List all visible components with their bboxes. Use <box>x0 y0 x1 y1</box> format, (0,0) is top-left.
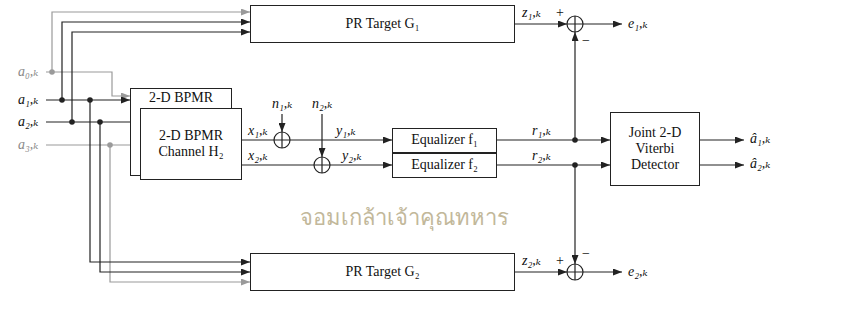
adder-symbol <box>567 16 583 32</box>
pr-target-box: PR Target G₁ <box>250 5 515 43</box>
channel-box: 2-D BPMR Channel H₂ <box>140 108 242 180</box>
box-text: PR Target G₁ <box>345 16 419 32</box>
box-text: Joint 2-D Viterbi Detector <box>615 125 695 173</box>
equalizer-box: Equalizer f₂ <box>392 153 497 178</box>
input-symbol: a₂,ₖ <box>18 114 38 129</box>
error-label: e₁,ₖ <box>628 16 648 31</box>
detector-box: Joint 2-D Viterbi Detector <box>610 112 700 186</box>
watermark: จอมเกล้าเจ้าคุณทหาร <box>300 206 509 230</box>
signal-connector <box>497 139 610 140</box>
noise-label: n₁,ₖ <box>272 96 292 111</box>
box-text: Equalizer f₂ <box>411 157 478 173</box>
sign-mark: − <box>582 33 590 48</box>
input-symbol: a₁,ₖ <box>18 92 38 107</box>
sign-mark: + <box>556 253 564 268</box>
signal-label: z₁,ₖ <box>522 5 541 20</box>
input-symbol: a₃,ₖ <box>18 137 38 152</box>
grey-junction-dots <box>49 69 113 148</box>
signal-label: r₂,ₖ <box>532 148 551 163</box>
error-label: e₂,ₖ <box>628 264 648 279</box>
grey-input-wires <box>46 12 250 282</box>
output-symbol: â₁,ₖ <box>750 131 770 146</box>
pr-target-box: PR Target G₂ <box>250 253 515 291</box>
output-symbol: â₂,ₖ <box>750 156 770 171</box>
signal-label: r₁,ₖ <box>532 123 551 138</box>
signal-label: y₁,ₖ <box>336 123 356 138</box>
signal-connector <box>242 139 392 140</box>
adder-symbol <box>274 132 290 148</box>
signal-label: x₁,ₖ <box>248 123 268 138</box>
box-text: PR Target G₂ <box>345 264 419 280</box>
input-wires <box>46 22 744 272</box>
signal-label: y₂,ₖ <box>342 148 362 163</box>
signal-label: z₂,ₖ <box>522 253 541 268</box>
adder-symbol <box>314 157 330 173</box>
input-symbol: a₀,ₖ <box>18 64 38 79</box>
equalizer-box: Equalizer f₁ <box>392 128 497 153</box>
box-text: Equalizer f₁ <box>411 132 478 148</box>
noise-label: n₂,ₖ <box>312 96 332 111</box>
signal-connector <box>497 164 610 165</box>
box-text: 2-D BPMR <box>149 90 213 106</box>
sign-mark: + <box>556 5 564 20</box>
box-text: 2-D BPMR Channel H₂ <box>145 128 237 160</box>
signal-label: x₂,ₖ <box>248 148 268 163</box>
adder-symbol <box>567 264 583 280</box>
sign-mark: − <box>582 246 590 261</box>
